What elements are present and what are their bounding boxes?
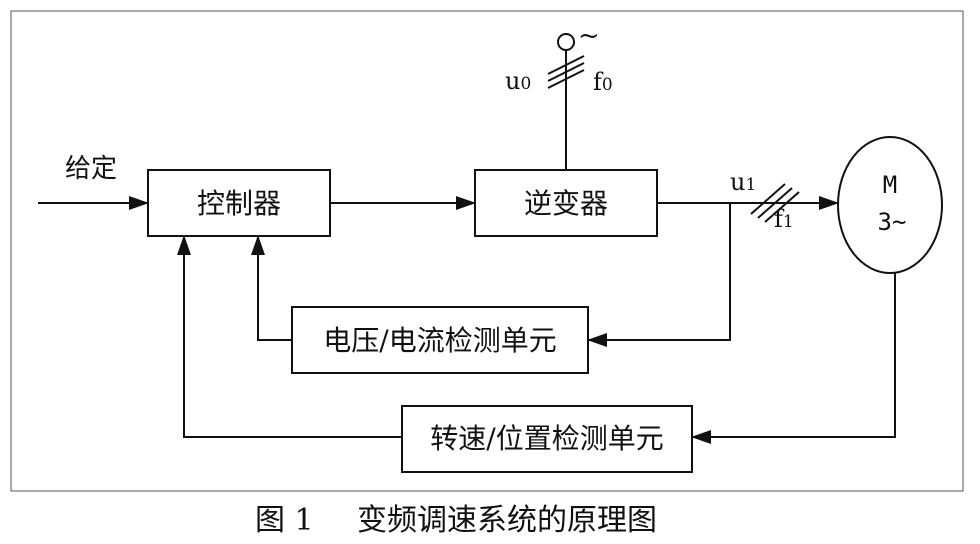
source-frequency-label: f0 (593, 68, 613, 96)
controller-label: 控制器 (197, 187, 281, 220)
input-label: 给定 (65, 154, 117, 184)
figure-caption: 变频调速系统的原理图 (357, 503, 657, 538)
speed-position-detect-block (401, 405, 693, 473)
vi-sense-line (587, 203, 731, 347)
speed-sense-line (691, 273, 896, 444)
ac-source-terminal (557, 33, 575, 51)
output-frequency-label: f1 (774, 205, 794, 233)
vi-feedback-line (251, 235, 292, 341)
speed-feedback-line (177, 235, 402, 438)
voltage-current-detect-label: 电压/电流检测单元 (323, 324, 556, 357)
outer-frame (10, 10, 964, 492)
output-three-phase-marks (750, 183, 800, 223)
motor-label: M (883, 171, 897, 199)
controller-block (147, 169, 331, 237)
motor-phase-label: 3~ (878, 208, 907, 236)
motor-symbol (837, 136, 943, 274)
ac-source-tilde: ~ (578, 21, 600, 51)
output-voltage-label: u1 (730, 168, 756, 196)
figure-number: 图 1 (255, 503, 314, 538)
speed-position-detect-label: 转速/位置检测单元 (430, 422, 663, 455)
inverter-label: 逆变器 (524, 187, 608, 220)
source-three-phase-marks (547, 55, 585, 89)
voltage-current-detect-block (291, 306, 589, 374)
source-voltage-label: u0 (505, 67, 531, 95)
